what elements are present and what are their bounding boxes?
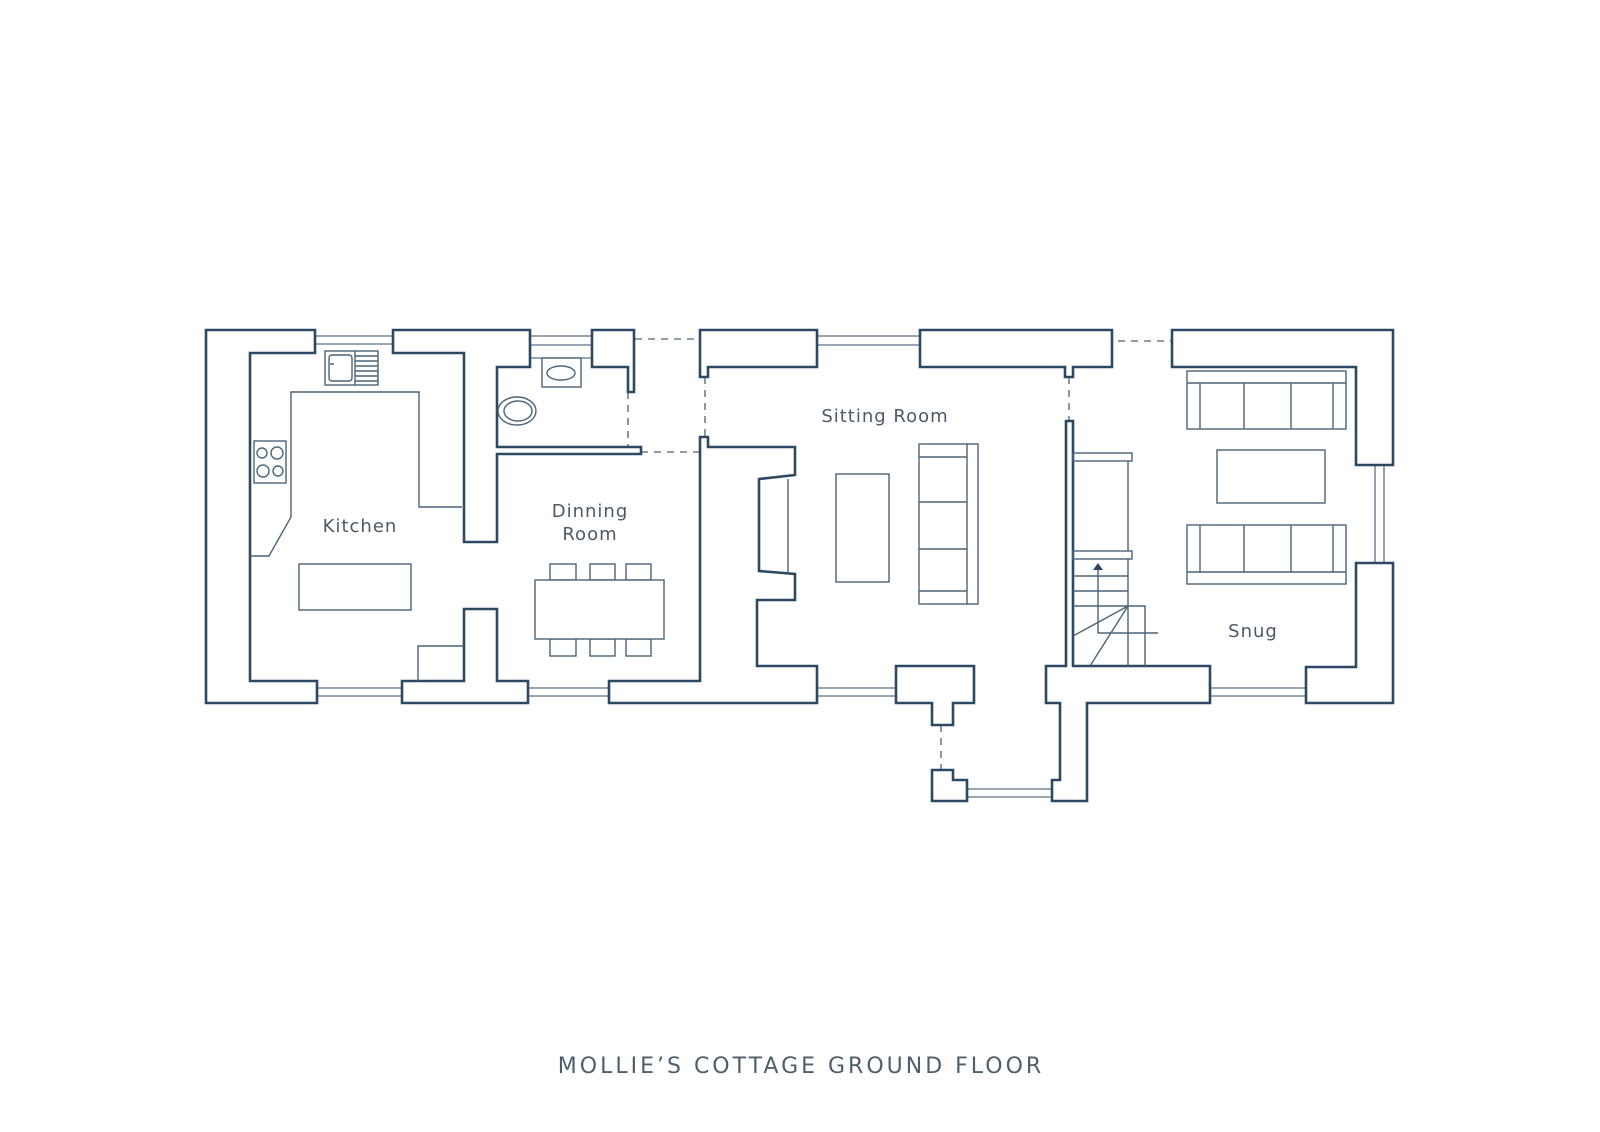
wall-snug-bottom [1304,561,1395,705]
room-label-sitting: Sitting Room [821,406,948,427]
room-label-snug: Snug [1228,621,1278,642]
staircase [1072,452,1158,667]
wall-sitting-top-right [918,328,1114,379]
kitchen-cupboard [417,645,464,681]
room-label-dining-2: Room [562,524,617,545]
wall-bath-corner [590,328,636,394]
dining-table [534,563,665,657]
wall-kitchen-bath [391,328,643,544]
snug-furniture [1186,370,1347,585]
kitchen-counter [250,391,462,557]
wall-snug-top [1170,328,1395,467]
coffee-table [835,473,890,583]
wall-stair-porch [1044,419,1212,803]
wall-kitchen-bottom [400,607,530,705]
kitchen-fixtures [250,350,464,681]
hob-icon [253,440,287,484]
wall-west [204,328,319,705]
wall-porch-corner [930,768,969,803]
bathroom-fixtures [497,357,582,426]
kitchen-island [298,563,412,611]
room-label-kitchen: Kitchen [323,516,398,537]
openings [627,338,1171,775]
room-label-dining: Dinning [552,501,629,522]
toilet-icon [497,396,537,426]
walls [204,328,1395,803]
sitting-room-furniture [787,443,979,605]
wall-chimney [607,435,819,705]
plan-title: MOLLIE’S COTTAGE GROUND FLOOR [558,1054,1044,1079]
wall-porch-left [894,664,976,727]
sofa [918,443,979,605]
windows [315,335,1385,798]
wall-sitting-top-left [698,328,819,379]
stair-arrow [1097,567,1158,634]
